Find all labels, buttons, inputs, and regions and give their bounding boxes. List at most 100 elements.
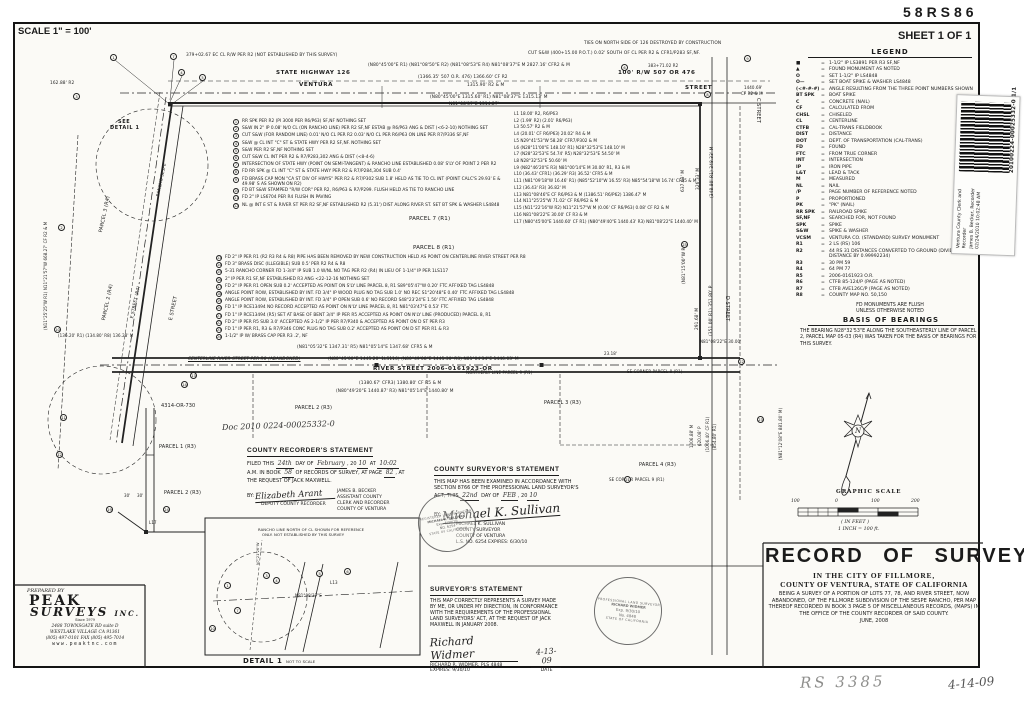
note-text: FD 1" IP RCE13494 NO RECORD ACCEPTED AS … <box>225 305 449 311</box>
legend-text: PROPORTIONED <box>829 196 866 202</box>
map-label: STATE HIGHWAY 126 <box>276 70 351 76</box>
legend-row: R4 = 64 PM 77 <box>796 267 984 273</box>
map-label: (N80°45'00"E 1445.20' 1LS116) (N80°49'08… <box>328 357 519 362</box>
map-label: (1366.35' 507 O.R. 476) 1366.60' CF R2 <box>418 75 508 80</box>
note-row: 15 5-31 RANCHO CORNER FD 1-3/4" IP SUB 1… <box>216 269 668 276</box>
legend-text: "PK" (NAIL) <box>829 203 855 209</box>
legend-row: R5 = 2006-0161923 O.R. <box>796 274 984 280</box>
legend-symbol: RR SPK <box>796 209 815 215</box>
official-line: JAMES B. BECKER <box>337 489 377 494</box>
legend-symbol: M <box>796 177 801 183</box>
surveyor-date-handwriting: 4-13-09 <box>535 645 557 666</box>
note-row: 18 ANGLE POINT ROW, ESTABLISHED BY INT. … <box>216 290 668 297</box>
legend-text: 64 PM 77 <box>829 267 851 273</box>
official-line: MICHAEL K. SULLIVAN <box>456 522 506 528</box>
map-label: L17 <box>149 520 157 525</box>
sheet-number-label: SHEET 1 OF 1 <box>898 30 972 42</box>
legend-row: P = PROPORTIONED <box>796 197 984 203</box>
legend-row: R6 = CTFB 85-124/P (PAGE AS NOTED) <box>796 280 984 286</box>
sticker-text: Ventura County Clerk and Recorder James … <box>956 188 983 250</box>
legend-symbol: CF <box>796 106 803 112</box>
note-number: 13 <box>216 255 222 261</box>
legend-text: SET 1-1/2" IP LS4848 <box>829 73 878 79</box>
legend-symbol: VCSM <box>796 235 811 241</box>
note-number: 2 <box>233 126 239 133</box>
legend-symbol: L&T <box>796 170 807 176</box>
title-description: BEING A SURVEY OF A PORTION OF LOTS 77, … <box>768 591 980 617</box>
map-label: N81°08'37"E 1314.27' <box>449 102 499 107</box>
map-label: 23.18' <box>604 351 618 356</box>
point-marker: 19 <box>106 506 113 513</box>
surveyor-statement: SURVEYOR'S STATEMENT THIS MAP CORRECTLY … <box>429 576 562 673</box>
note-row: 17 FD 2" IP PER R1 OPEN SUB 0.2' ACCEPTE… <box>216 283 668 290</box>
county-surveyor-statement: COUNTY SURVEYOR'S STATEMENT THIS MAP HAS… <box>434 456 584 546</box>
note-row: 12 NL @ INT E ST & RIVER ST PER R2 SF,NF… <box>233 202 511 209</box>
map-label: CF R2 & M <box>741 91 763 96</box>
map-label: 100' R/W 507 OR 476 <box>618 70 696 76</box>
scale-ratio: 1 INCH = 100 ft. <box>838 527 880 532</box>
note-number: 18 <box>216 290 222 297</box>
legend-row: VCSM = VENTURA CO. (STANDARD) SURVEY MON… <box>796 236 984 242</box>
legend-row: R7 = CTFB AVE126C/P (PAGE AS NOTED) <box>796 287 984 293</box>
basis-of-bearings: BASIS OF BEARINGS THE BEARING N28°32'53"… <box>800 316 982 348</box>
legend-text: CENTERLINE <box>829 119 858 125</box>
note-text: 1-1/2" IP W/ BRASS CAP PER R3 .2', NF <box>225 334 308 340</box>
map-label: PARCEL 4 (R3) <box>639 462 676 468</box>
note-text: ANGLE POINT ROW, ESTABLISHED BY INT. FD … <box>225 290 515 296</box>
note-number: 4 <box>233 140 239 147</box>
legend-text: RAILROAD SPIKE <box>829 209 867 215</box>
point-marker: 3 <box>73 93 80 100</box>
note-row: 2 S&W IN 2" IP 0.08' N/O CL (ON RANCHO L… <box>233 126 511 133</box>
legend-title: LEGEND <box>808 48 972 58</box>
legend-symbol: R7 <box>796 286 803 292</box>
legend-symbol: SF,NF <box>796 216 811 222</box>
monument-notes-upper: 1 RR SPK PER R2 (PI 3000 PER R6/P63) SF,… <box>233 119 511 210</box>
note-number: 19 <box>216 298 222 305</box>
legend-symbol: R4 <box>796 267 803 273</box>
note-text: NL @ INT E ST & RIVER ST PER R2 SF,NF ES… <box>242 202 500 208</box>
map-label: 30' <box>124 493 131 498</box>
official-line: COUNTY OF VENTURA <box>456 534 506 540</box>
legend-row: M = MEASURED <box>796 177 984 183</box>
map-label: 1315.90' R2 & M <box>467 83 505 88</box>
legend-symbol: O <box>796 73 800 79</box>
note-row: 6 CUT S&W CL INT PER R2 & R7/P283,302 AN… <box>233 154 511 161</box>
map-label: 1006.88' M <box>689 424 694 448</box>
legend-text: NAIL <box>829 183 840 189</box>
note-text: 2" IP PER R1 SF,NF ESTABLISHED R3 ANG <2… <box>225 276 370 282</box>
line-table-row: L10 (36.43' CFR1) (36.29' R3) 36.52' CFR… <box>514 171 613 177</box>
surveyor-signature-block: Richard Widmer RICHARD R. WIDMER, PLS 48… <box>429 634 562 673</box>
rs-number-handwriting: RS 3385 <box>799 672 886 692</box>
firm-name: PEAK <box>29 593 82 609</box>
line-table-row: L11 (N81°09'18"W 16.46' R1) (N85°52'10"W… <box>514 178 697 184</box>
title-county-line: COUNTY OF VENTURA, STATE OF CALIFORNIA <box>780 580 968 589</box>
note-row: 7 INTERSECTION OF STATE HWY (POINT ON SE… <box>233 162 511 169</box>
point-marker: 23 <box>757 416 764 423</box>
legend-row: C = CONCRETE (NAIL) <box>796 100 984 106</box>
line-table-row: L3 50.57' R2 & M <box>514 124 550 130</box>
map-label: SEE <box>118 119 131 125</box>
point-marker: 10 <box>54 326 61 333</box>
legend-text: 1-1/2" IP LS3891 PER R3 SF,NF <box>829 61 900 66</box>
line-table-row: L13 N81°08'46"E CF R6/P63 & M (1386.51' … <box>514 191 647 197</box>
note-number: 24 <box>216 334 222 341</box>
map-label: 30' <box>137 493 144 498</box>
map-label: (1380.67' CFR3) 1380.80' CF R5 & M <box>359 381 442 386</box>
official-line: COUNTY OF VENTURA <box>337 507 387 513</box>
legend-row: FD = FOUND <box>796 145 984 151</box>
note-row: 11 FD 2" IP LS6704 PER R4 FLUSH IN PAVIN… <box>233 195 511 202</box>
legend-text: DEPT. OF TRANSPORTATION (CAL-TRANS) <box>829 138 923 144</box>
note-row: 24 1-1/2" IP W/ BRASS CAP PER R3 .2', NF <box>216 334 668 341</box>
legend-symbol: DIST <box>796 132 808 138</box>
legend-text: CTFB AVE126C/P (PAGE AS NOTED) <box>829 286 910 292</box>
map-label: N81°08'22"E 30.00' <box>700 339 742 344</box>
legend-text: 30 PM 59 <box>829 260 851 266</box>
note-text: ANGLE POINT ROW, ESTABLISHED BY INT. FD … <box>225 298 494 304</box>
legend-row: R1 = 2 LS (RS) 106 <box>796 242 984 248</box>
note-text: FD 2" IP PER R1 (R2 R3 R4 & R8) PIPE HAS… <box>225 255 526 260</box>
line-table-row: L8 N28°32'53"E 50.60' M <box>514 158 567 164</box>
recorder-barcode-sticker: Ventura County Clerk and Recorder James … <box>951 87 1021 257</box>
legend-symbol: /P <box>796 190 802 196</box>
note-row: 21 FD 1" IP RCE13494 (R5) SET AT BASE OF… <box>216 312 668 319</box>
map-label: 383+71.02 R2 <box>648 63 679 68</box>
